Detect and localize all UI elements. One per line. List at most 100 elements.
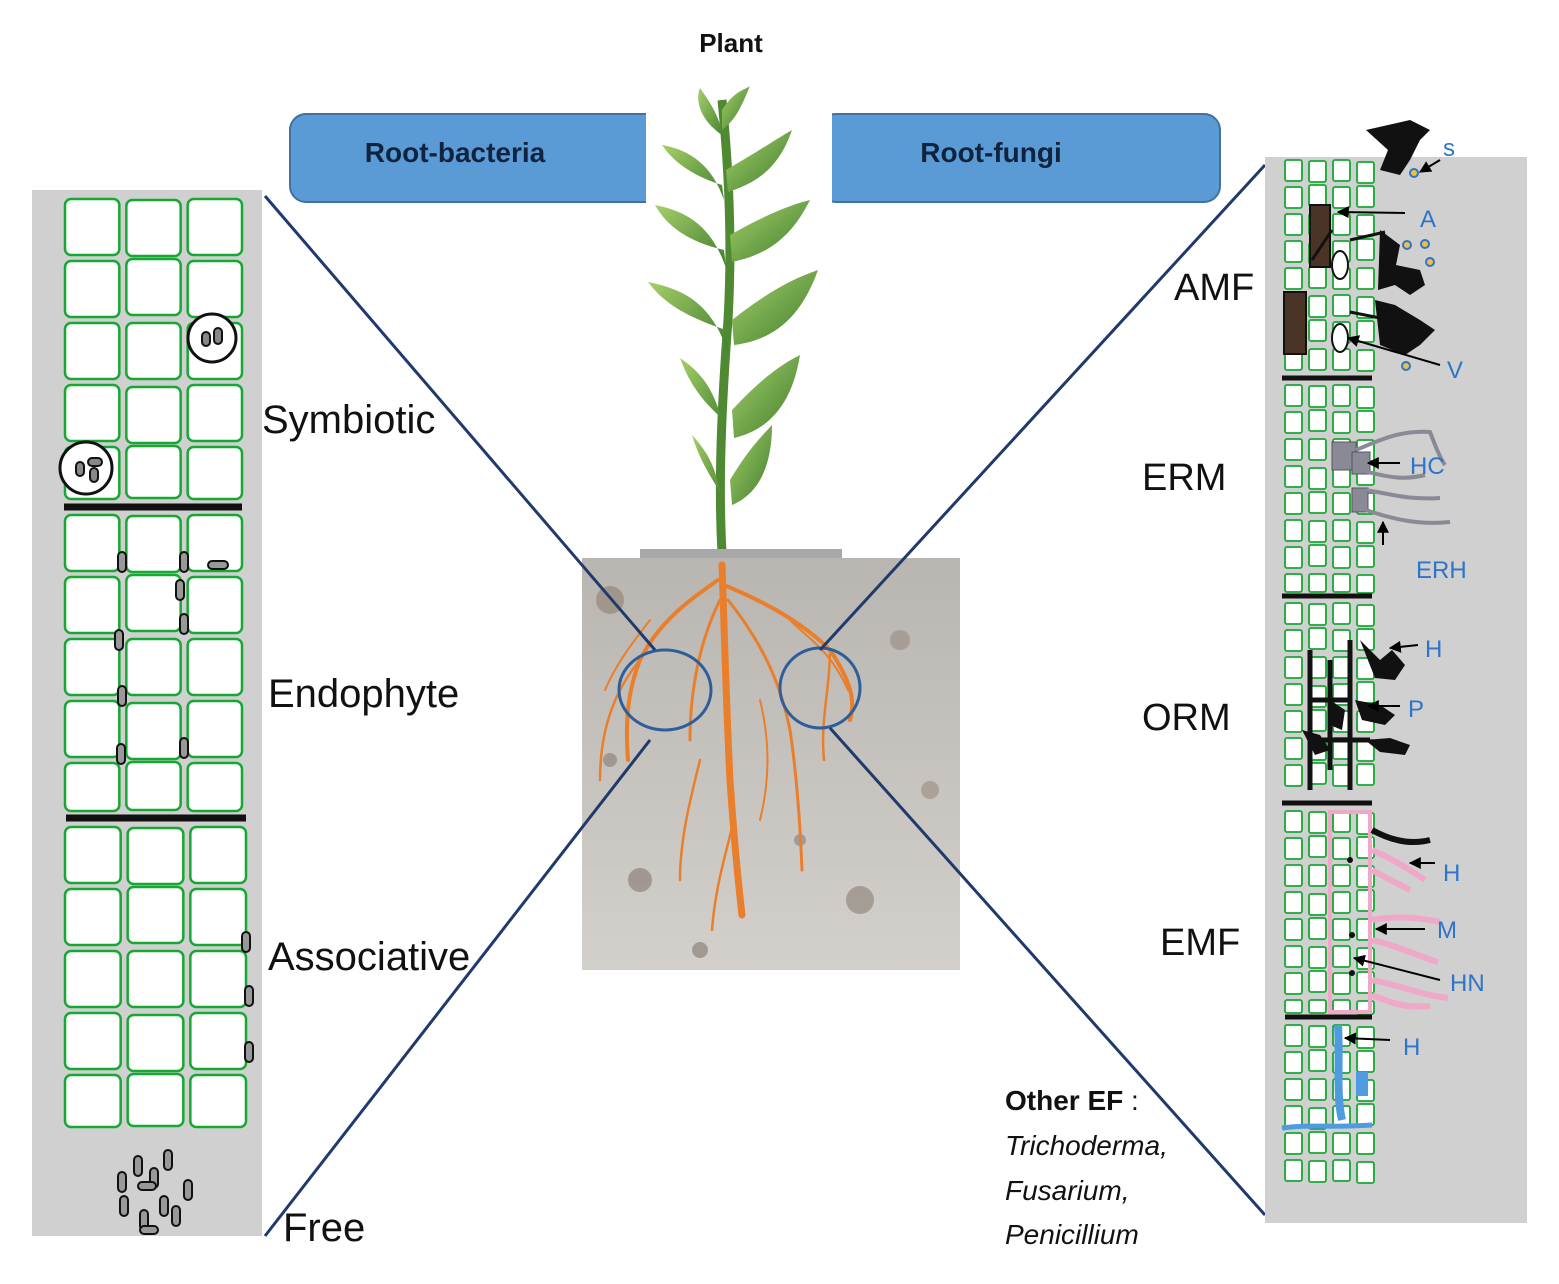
root-cell [1284, 438, 1303, 461]
label-h-emf: H [1443, 860, 1460, 887]
root-cell [1332, 864, 1351, 887]
bacterium-rod [119, 1195, 129, 1217]
root-cell [189, 825, 248, 885]
root-cell [1356, 267, 1375, 290]
root-cell [125, 321, 182, 381]
symbiotic-nodule [186, 312, 238, 364]
category-symbiotic: Symbiotic [262, 398, 435, 442]
fungi-category-emf: EMF [1160, 922, 1240, 964]
bacterium-rod [179, 551, 189, 573]
root-cell [1284, 972, 1303, 995]
root-cell [1284, 1132, 1303, 1155]
bacterium-rod [171, 1205, 181, 1227]
bacterium-rod [207, 560, 229, 570]
root-cell [1308, 319, 1327, 342]
root-cell [1284, 573, 1303, 593]
root-cell [1332, 492, 1351, 515]
root-cell [1332, 972, 1351, 995]
root-cell [189, 949, 248, 1009]
root-cell [1356, 1103, 1375, 1126]
root-cell [125, 637, 182, 697]
root-cell [1308, 917, 1327, 940]
root-bacteria-label: Root-bacteria [365, 137, 546, 168]
other-ef-heading-text: Other EF [1005, 1085, 1123, 1116]
root-cell [125, 760, 182, 812]
bottom-hypha [1281, 1024, 1373, 1131]
other-ef-note: Other EF : Trichoderma, Fusarium, Penici… [1005, 1085, 1168, 1250]
category-associative: Associative [268, 935, 470, 979]
root-cell [63, 637, 121, 697]
other-ef-genus: Trichoderma, [1005, 1130, 1168, 1161]
root-cell [1284, 465, 1303, 488]
plant-shoot [646, 80, 832, 558]
other-ef-heading: Other EF : [1005, 1085, 1139, 1116]
root-cell [1308, 520, 1327, 543]
root-cell [1284, 629, 1303, 652]
root-cell [1308, 409, 1327, 432]
other-ef-separator: : [1123, 1085, 1139, 1116]
root-cell [1308, 1025, 1327, 1048]
root-cell [1284, 1024, 1303, 1047]
bacterium-rod [244, 1041, 254, 1063]
root-cell [1356, 1026, 1375, 1049]
root-cell [1356, 185, 1375, 208]
root-cell [1308, 573, 1327, 593]
root-cell [1332, 656, 1351, 679]
root-cell [1356, 763, 1375, 786]
pointer-arrows [1336, 159, 1441, 1045]
root-cell [1308, 893, 1327, 916]
root-cell [126, 1072, 185, 1128]
root-cell [1284, 710, 1303, 733]
root-cell [1332, 1159, 1351, 1182]
root-cell [63, 699, 121, 759]
root-cell [1308, 970, 1327, 993]
root-cell [1308, 266, 1327, 289]
bacterium-rod [244, 985, 254, 1007]
root-cell [1284, 411, 1303, 434]
root-cell [125, 514, 182, 574]
label-m: M [1437, 917, 1457, 944]
bacterium-rod [163, 1149, 173, 1171]
root-cell [63, 825, 122, 885]
root-cell [126, 826, 185, 886]
root-cell [1308, 627, 1327, 650]
root-cell [1308, 467, 1327, 490]
other-ef-genus: Penicillium [1005, 1219, 1139, 1250]
bacteria-root-panel [32, 190, 262, 1236]
root-cell [63, 1011, 122, 1071]
root-cell [1308, 348, 1327, 371]
root-cell [1284, 918, 1303, 941]
fungi-category-orm: ORM [1142, 697, 1231, 739]
root-cell [1308, 491, 1327, 514]
bacterium-rod [117, 685, 127, 707]
root-cell [1284, 159, 1303, 182]
root-cell [126, 1013, 185, 1073]
emf-structures [1328, 810, 1449, 1014]
bacterium-rod [183, 1179, 193, 1201]
soil-photo [582, 549, 960, 970]
root-cell [1308, 835, 1327, 858]
root-cell [186, 513, 244, 573]
root-cell [1308, 1131, 1327, 1154]
label-p: P [1408, 696, 1424, 723]
root-cell [1332, 213, 1351, 236]
diagram-title: Plant [699, 28, 763, 58]
root-cell [1356, 574, 1375, 594]
amf-structures [1283, 120, 1435, 371]
root-cell [1332, 186, 1351, 209]
fungi-cell-grid [1284, 159, 1375, 1184]
root-cell [1332, 629, 1351, 652]
root-cell [1356, 521, 1375, 544]
root-cell [1284, 999, 1303, 1014]
root-cell [1332, 573, 1351, 593]
root-cell [1284, 546, 1303, 569]
root-cell [186, 445, 244, 501]
root-cell [1284, 240, 1303, 263]
bacterium-rod [114, 629, 124, 651]
root-cell [1308, 295, 1327, 318]
bacteria-cell-grid [63, 197, 248, 1129]
root-cell [1284, 891, 1303, 914]
root-cell [1332, 764, 1351, 787]
root-cell [1308, 946, 1327, 969]
root-cell [1284, 764, 1303, 787]
